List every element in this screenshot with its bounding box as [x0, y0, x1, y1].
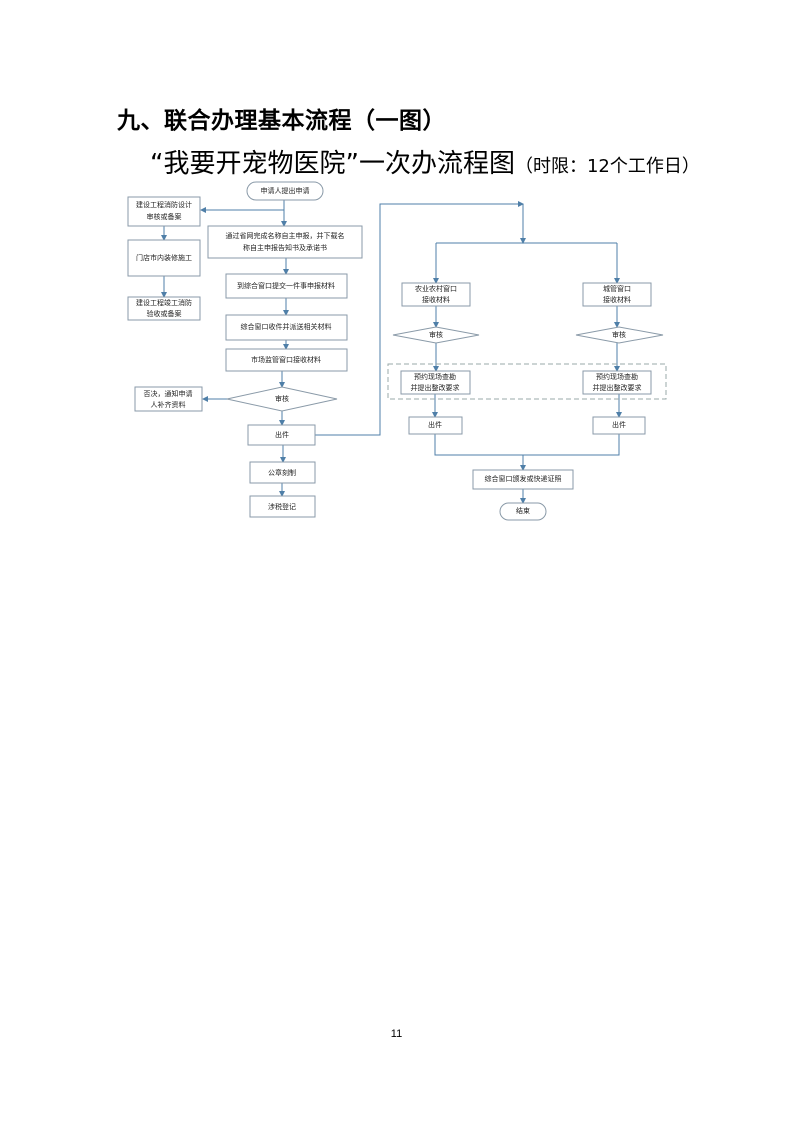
svg-text:综合窗口收件并派送相关材料: 综合窗口收件并派送相关材料: [241, 322, 332, 331]
flowchart-title-main: “我要开宠物医院”一次办流程图: [150, 149, 515, 179]
svg-text:涉税登记: 涉税登记: [268, 502, 296, 511]
svg-text:通过省网完成名称自主申报，并下载名: 通过省网完成名称自主申报，并下载名: [226, 231, 345, 240]
svg-text:农业农村窗口: 农业农村窗口: [415, 284, 457, 293]
node-urban-inspect: 预约现场查勘 并提出整改要求: [582, 370, 652, 395]
svg-text:建设工程竣工消防: 建设工程竣工消防: [136, 298, 192, 307]
node-fire-design: 建设工程消防设计 审核或备案: [127, 196, 201, 227]
svg-text:审核或备案: 审核或备案: [147, 212, 182, 221]
svg-text:申请人提出申请: 申请人提出申请: [261, 186, 310, 195]
svg-text:建设工程消防设计: 建设工程消防设计: [136, 200, 192, 209]
node-seal: 公章刻制: [249, 461, 316, 484]
page-number: 11: [390, 1028, 403, 1040]
node-reject: 否决，通知申请 人补齐资料: [134, 386, 203, 412]
node-submit: 到综合窗口提交一件事申报材料: [225, 273, 348, 299]
svg-text:预约现场查勘: 预约现场查勘: [596, 372, 638, 381]
node-agri-inspect: 预约现场查勘 并提出整改要求: [400, 370, 471, 395]
node-start: 申请人提出申请: [246, 181, 324, 201]
svg-text:结束: 结束: [516, 506, 530, 515]
node-agri-review: 审核: [392, 326, 480, 344]
svg-text:城管窗口: 城管窗口: [603, 284, 631, 293]
svg-text:出件: 出件: [612, 420, 626, 429]
flowchart-title: “我要开宠物医院”一次办流程图（时限：12个工作日）: [150, 143, 700, 180]
svg-text:验收或备案: 验收或备案: [147, 309, 182, 318]
svg-text:综合窗口颁发或快递证照: 综合窗口颁发或快递证照: [485, 474, 562, 483]
connectors: [161, 200, 622, 504]
svg-text:并提出整改要求: 并提出整改要求: [593, 383, 642, 392]
node-name-declare: 通过省网完成名称自主申报，并下载名 称自主申报告知书及承诺书: [207, 225, 363, 259]
node-dispatch: 综合窗口收件并派送相关材料: [225, 314, 348, 341]
svg-text:出件: 出件: [275, 430, 289, 439]
section-heading: 九、联合办理基本流程（一图）: [117, 108, 446, 134]
node-urban-issue: 出件: [592, 416, 646, 435]
node-renovation: 门店市内装修施工: [127, 239, 201, 277]
node-review: 审核: [226, 386, 338, 412]
node-urban-review: 审核: [575, 326, 664, 344]
svg-text:公章刻制: 公章刻制: [268, 468, 296, 477]
svg-text:预约现场查勘: 预约现场查勘: [414, 372, 456, 381]
svg-text:接收材料: 接收材料: [603, 295, 631, 304]
node-deliver: 综合窗口颁发或快递证照: [472, 469, 574, 490]
svg-text:否决，通知申请: 否决，通知申请: [144, 389, 193, 398]
svg-text:门店市内装修施工: 门店市内装修施工: [136, 253, 192, 262]
svg-text:审核: 审核: [429, 330, 443, 339]
node-agri-issue: 出件: [408, 416, 463, 435]
node-fire-acceptance: 建设工程竣工消防 验收或备案: [127, 296, 201, 321]
node-end: 结束: [499, 502, 547, 521]
node-market-receive: 市场监管窗口接收材料: [225, 348, 348, 372]
svg-text:到综合窗口提交一件事申报材料: 到综合窗口提交一件事申报材料: [237, 281, 335, 290]
svg-text:并提出整改要求: 并提出整改要求: [411, 383, 460, 392]
node-tax: 涉税登记: [249, 495, 316, 518]
svg-text:市场监管窗口接收材料: 市场监管窗口接收材料: [251, 355, 321, 364]
node-agri-receive: 农业农村窗口 接收材料: [401, 282, 471, 307]
parallel-inspection-group: [387, 363, 667, 400]
svg-text:审核: 审核: [275, 394, 289, 403]
svg-text:出件: 出件: [428, 420, 442, 429]
svg-text:审核: 审核: [612, 330, 626, 339]
time-limit-note: （时限：12个工作日）: [514, 156, 700, 177]
svg-text:称自主申报告知书及承诺书: 称自主申报告知书及承诺书: [243, 243, 327, 252]
node-urban-receive: 城管窗口 接收材料: [582, 282, 652, 307]
node-issue: 出件: [247, 424, 316, 446]
svg-text:接收材料: 接收材料: [422, 295, 450, 304]
svg-text:人补齐资料: 人补齐资料: [151, 400, 186, 409]
